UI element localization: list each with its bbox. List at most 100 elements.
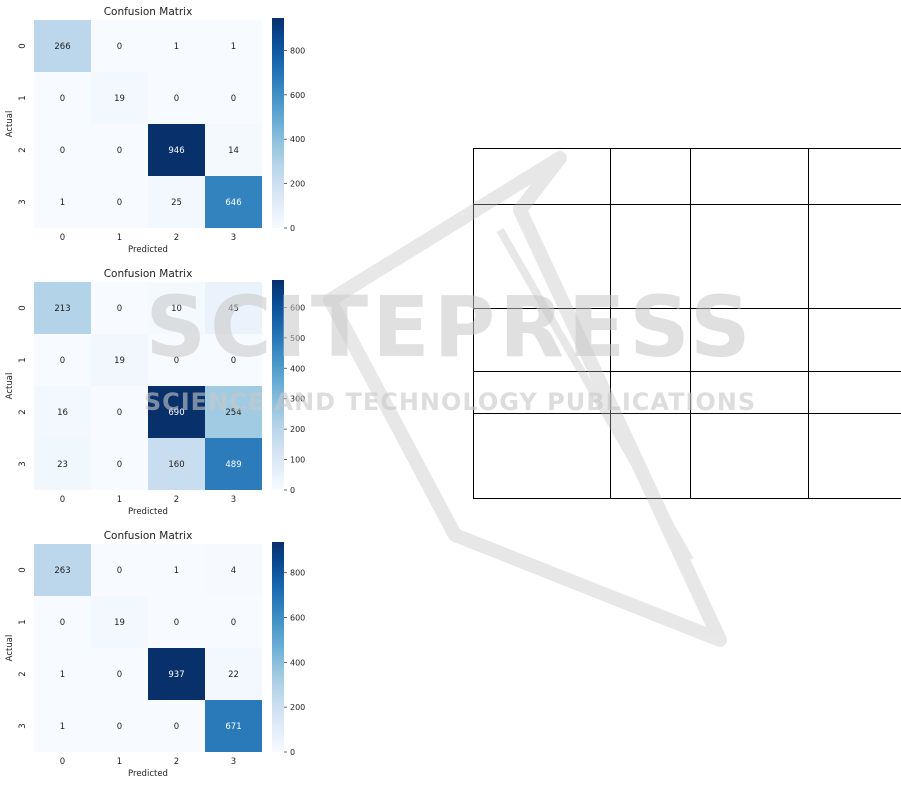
y-tick-label: 2 xyxy=(18,671,28,676)
heatmap-cell xyxy=(91,72,148,124)
cell-value-label: 690 xyxy=(168,408,184,418)
cell-value-label: 0 xyxy=(231,356,236,366)
heatmap-cell xyxy=(205,386,262,438)
table-cell xyxy=(690,204,809,309)
heatmap-cell xyxy=(34,176,91,228)
cell-value-label: 10 xyxy=(171,304,182,314)
cell-value-label: 1 xyxy=(60,722,65,732)
cell-value-label: 14 xyxy=(228,146,239,156)
heatmap-cell xyxy=(91,438,148,490)
cell-value-label: 0 xyxy=(231,618,236,628)
cell-value-label: 0 xyxy=(117,198,122,208)
cell-value-label: 1 xyxy=(60,198,65,208)
colorbar-tick-label: 400 xyxy=(290,658,305,667)
cell-value-label: 0 xyxy=(117,670,122,680)
heatmap-cell xyxy=(148,700,205,752)
heatmap-cell xyxy=(205,648,262,700)
table-row xyxy=(473,204,901,309)
heatmap-cell xyxy=(34,544,91,596)
chart-title: Confusion Matrix xyxy=(104,530,193,542)
heatmap-cell xyxy=(34,282,91,334)
y-tick-label: 2 xyxy=(18,409,28,414)
cell-value-label: 213 xyxy=(54,304,70,314)
cell-value-label: 0 xyxy=(174,618,179,628)
colorbar-tick-label: 0 xyxy=(290,224,295,233)
cell-value-label: 263 xyxy=(54,566,70,576)
x-tick-label: 2 xyxy=(174,233,179,243)
heatmap-cell xyxy=(148,596,205,648)
heatmap-cell xyxy=(148,334,205,386)
x-axis-label: Predicted xyxy=(128,245,168,255)
y-tick-label: 0 xyxy=(18,567,28,572)
cell-value-label: 0 xyxy=(60,618,65,628)
table-cell xyxy=(808,308,901,372)
cell-value-label: 1 xyxy=(174,566,179,576)
heatmap-cell xyxy=(34,334,91,386)
table-cell xyxy=(808,371,901,414)
cell-value-label: 19 xyxy=(114,94,125,104)
heatmap-cell xyxy=(91,596,148,648)
table-cell xyxy=(808,148,901,205)
table-cell xyxy=(610,371,691,414)
cell-value-label: 160 xyxy=(168,460,184,470)
table-cell xyxy=(690,308,809,372)
heatmap-cell xyxy=(91,20,148,72)
x-tick-label: 2 xyxy=(174,495,179,505)
cell-value-label: 0 xyxy=(60,94,65,104)
cell-value-label: 0 xyxy=(231,94,236,104)
cell-value-label: 25 xyxy=(171,198,182,208)
cell-value-label: 16 xyxy=(57,408,68,418)
cell-value-label: 0 xyxy=(117,408,122,418)
y-tick-label: 3 xyxy=(18,723,28,728)
colorbar-tick-label: 800 xyxy=(290,569,305,578)
cell-value-label: 0 xyxy=(117,460,122,470)
x-tick-label: 3 xyxy=(231,495,236,505)
cell-value-label: 22 xyxy=(228,670,239,680)
colorbar-tick-label: 200 xyxy=(290,425,305,434)
y-axis-label: Actual xyxy=(5,635,15,662)
heatmap-cell xyxy=(148,20,205,72)
colorbar-tick-label: 300 xyxy=(290,395,305,404)
x-tick-label: 1 xyxy=(117,757,122,767)
y-tick-label: 2 xyxy=(18,147,28,152)
colorbar-tick-label: 400 xyxy=(290,364,305,373)
cell-value-label: 646 xyxy=(225,198,241,208)
x-tick-label: 2 xyxy=(174,757,179,767)
y-axis-label: Actual xyxy=(5,111,15,138)
heatmap-cell xyxy=(148,176,205,228)
cell-value-label: 937 xyxy=(168,670,184,680)
cell-value-label: 1 xyxy=(60,670,65,680)
heatmap-cell xyxy=(34,124,91,176)
cell-value-label: 19 xyxy=(114,618,125,628)
table-cell xyxy=(610,413,691,499)
y-axis-label: Actual xyxy=(5,373,15,400)
cell-value-label: 1 xyxy=(174,42,179,52)
colorbar-tick-label: 600 xyxy=(290,614,305,623)
colorbar-tick-label: 100 xyxy=(290,456,305,465)
heatmap-cell xyxy=(205,334,262,386)
x-tick-label: 1 xyxy=(117,495,122,505)
x-tick-label: 0 xyxy=(60,233,65,243)
heatmap-cell xyxy=(205,700,262,752)
colorbar-tick-label: 0 xyxy=(290,486,295,495)
table-row xyxy=(473,413,901,499)
x-tick-label: 0 xyxy=(60,495,65,505)
table-row xyxy=(473,148,901,205)
colorbar-tick-label: 400 xyxy=(290,135,305,144)
heatmap-cell xyxy=(91,648,148,700)
y-tick-label: 0 xyxy=(18,305,28,310)
y-tick-label: 1 xyxy=(18,357,28,362)
colorbar-tick-label: 200 xyxy=(290,703,305,712)
x-tick-label: 3 xyxy=(231,757,236,767)
heatmap-cell xyxy=(91,176,148,228)
heatmap-cell xyxy=(34,386,91,438)
table-row xyxy=(473,371,901,414)
table-cell xyxy=(808,204,901,309)
cell-value-label: 23 xyxy=(57,460,68,470)
cell-value-label: 1 xyxy=(231,42,236,52)
colorbar-tick-label: 0 xyxy=(290,748,295,757)
